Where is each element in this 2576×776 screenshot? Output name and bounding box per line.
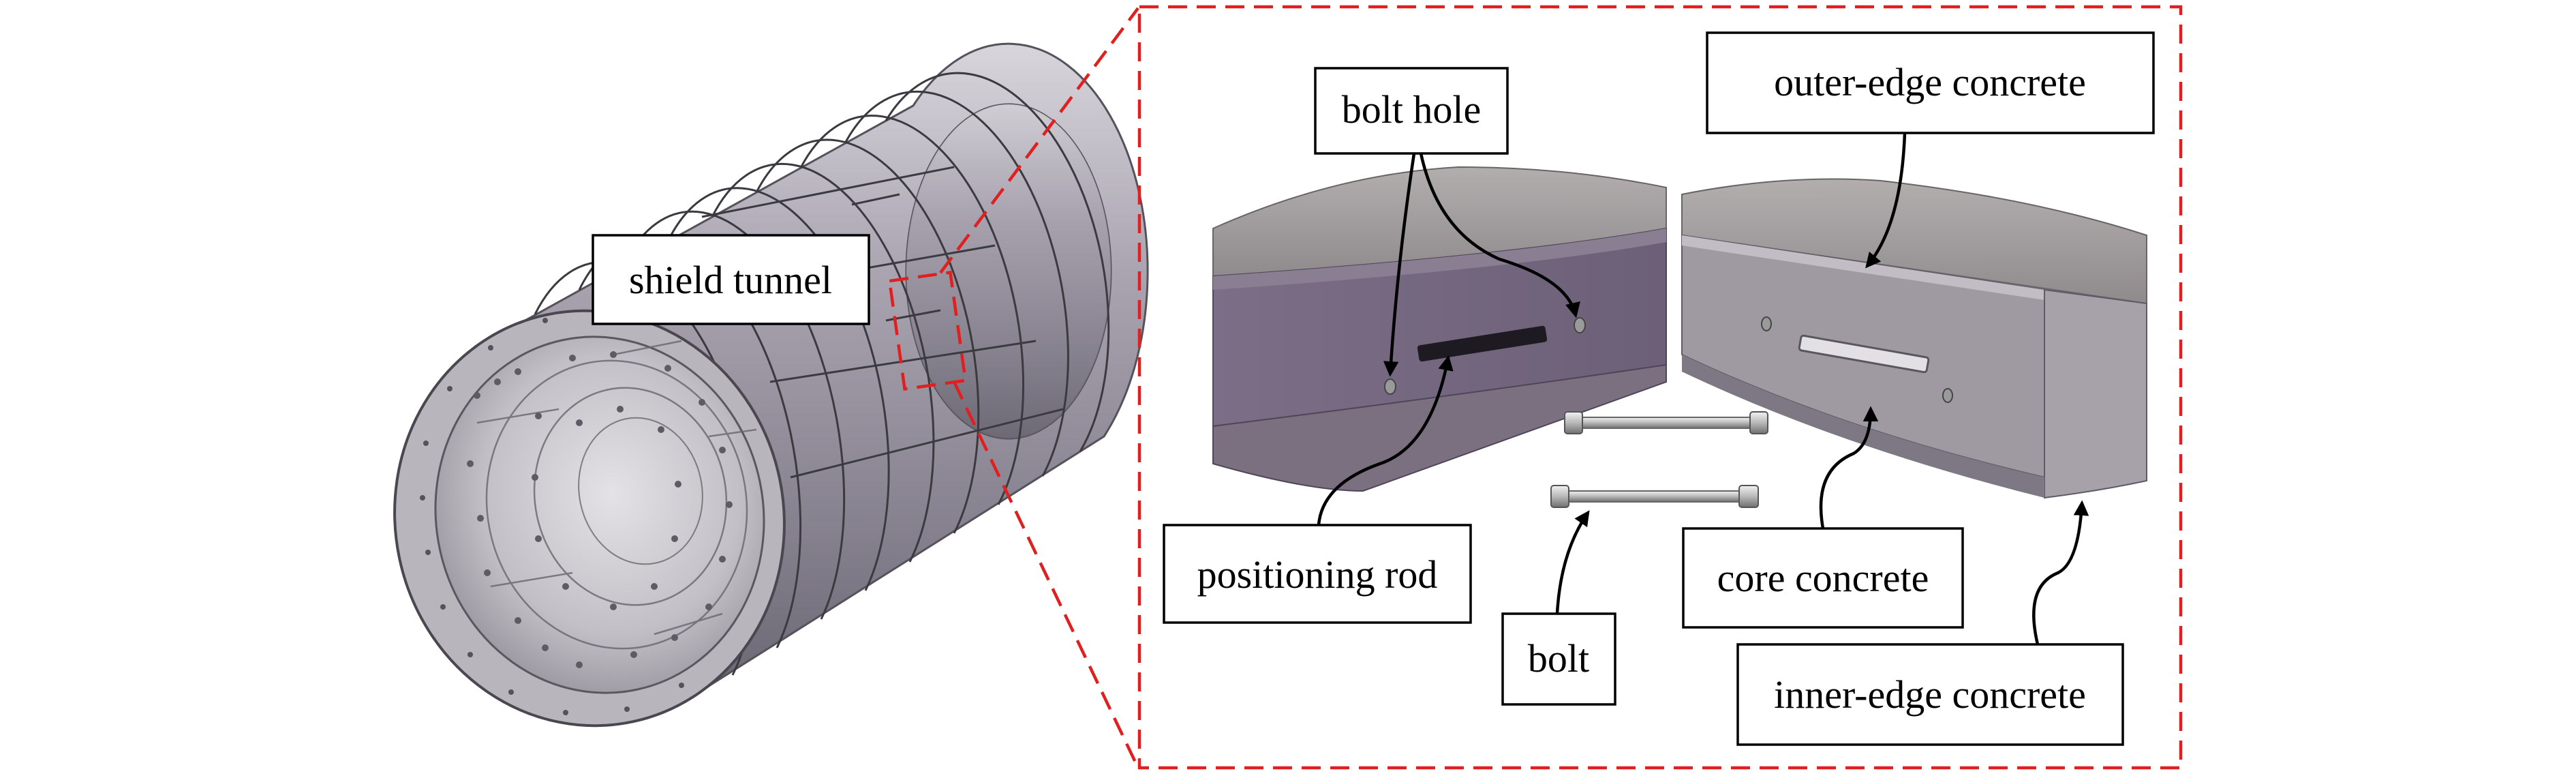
left-segment-block (1212, 166, 1667, 492)
tunnel-inner-lining (434, 335, 765, 694)
shield-tunnel-model (393, 42, 1149, 728)
bolt-upper (1564, 411, 1768, 434)
positioning-rod-slot-left (1417, 325, 1548, 362)
leader-positioning-rod (1317, 355, 1454, 526)
right-segment-block (1681, 178, 2147, 499)
leader-outer-edge (1865, 132, 1907, 269)
tunnel-inner-joints (476, 340, 757, 650)
leader-bolt-hole-a (1383, 153, 1416, 377)
label-positioning-rod: positioning rod (1197, 552, 1438, 597)
left-segment-bottom (1212, 363, 1667, 492)
leader-core (1819, 406, 1879, 529)
tunnel-inner-bolt-holes (467, 351, 733, 668)
leader-bolt-hole-b (1419, 153, 1580, 318)
label-bolt-hole-box: bolt hole (1314, 67, 1509, 155)
label-shield-tunnel-box: shield tunnel (592, 234, 870, 325)
leader-bolt (1555, 510, 1590, 614)
label-inner-edge-box: inner-edge concrete (1736, 643, 2124, 746)
zoom-connector-top (939, 7, 1139, 274)
tunnel-ring-face-holes (420, 318, 684, 715)
zoom-connector-bottom (952, 381, 1140, 768)
label-inner-edge-concrete: inner-edge concrete (1774, 672, 2086, 717)
label-bolt-box: bolt (1501, 612, 1616, 706)
label-core-concrete: core concrete (1717, 556, 1929, 600)
bolt-lower (1550, 485, 1759, 508)
bolt-hole-left-b (1574, 317, 1586, 333)
leader-inner-edge (2032, 500, 2089, 645)
label-outer-edge-concrete: outer-edge concrete (1774, 60, 2086, 104)
bolt-hole-left-a (1384, 378, 1396, 395)
label-outer-edge-box: outer-edge concrete (1706, 31, 2155, 134)
label-shield-tunnel: shield tunnel (629, 258, 832, 302)
label-positioning-rod-box: positioning rod (1163, 524, 1472, 624)
zoom-source-box (887, 270, 968, 391)
bolt-hole-right-b (1942, 388, 1953, 403)
zoom-detail-panel (1137, 5, 2183, 770)
positioning-rod-slot-right (1798, 334, 1930, 374)
label-bolt: bolt (1528, 636, 1589, 681)
bolt-hole-right-a (1761, 316, 1772, 331)
right-segment-face-right (2044, 288, 2147, 499)
leader-lines (1317, 132, 2089, 645)
label-core-concrete-box: core concrete (1682, 527, 1964, 629)
label-bolt-hole: bolt hole (1342, 87, 1482, 132)
